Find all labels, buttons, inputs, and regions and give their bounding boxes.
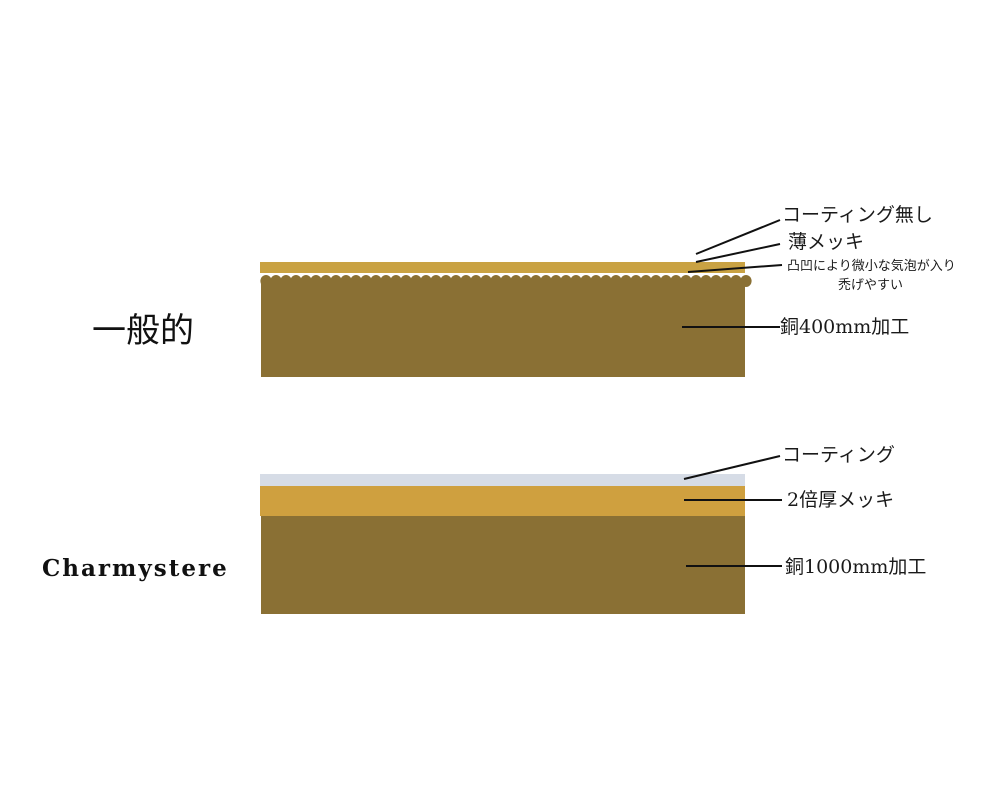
- label-bumps-line1: 凸凹により微小な気泡が入り: [787, 258, 956, 274]
- leader-coating: [683, 455, 781, 480]
- brand-section: Charmystere コーティング 2倍厚メッキ 銅1000mm加工: [42, 444, 926, 614]
- leader-bumps: [687, 264, 783, 273]
- thin-plating-layer: [260, 262, 745, 273]
- leader-no-coating: [695, 219, 781, 255]
- label-no-coating: コーティング無し: [782, 204, 933, 226]
- label-bumps-line2: 禿げやすい: [838, 278, 903, 293]
- coating-layer: [260, 474, 745, 486]
- label-coating: コーティング: [782, 444, 895, 466]
- general-title: 一般的: [92, 311, 194, 351]
- copper-base-layer-1000: [261, 516, 745, 614]
- thick-plating-layer: [260, 486, 745, 516]
- brand-title: Charmystere: [42, 555, 229, 582]
- label-thick-plating: 2倍厚メッキ: [787, 489, 894, 511]
- copper-base-layer-400: [261, 280, 745, 377]
- leader-thin-plating: [695, 243, 781, 263]
- label-copper-1000: 銅1000mm加工: [785, 556, 926, 578]
- label-thin-plating: 薄メッキ: [788, 231, 864, 253]
- general-section: 一般的 コーティング無し 薄メッキ 凸凹により微小な気泡が入り 禿げやすい 銅4…: [92, 204, 956, 377]
- label-copper-400: 銅400mm加工: [780, 316, 909, 338]
